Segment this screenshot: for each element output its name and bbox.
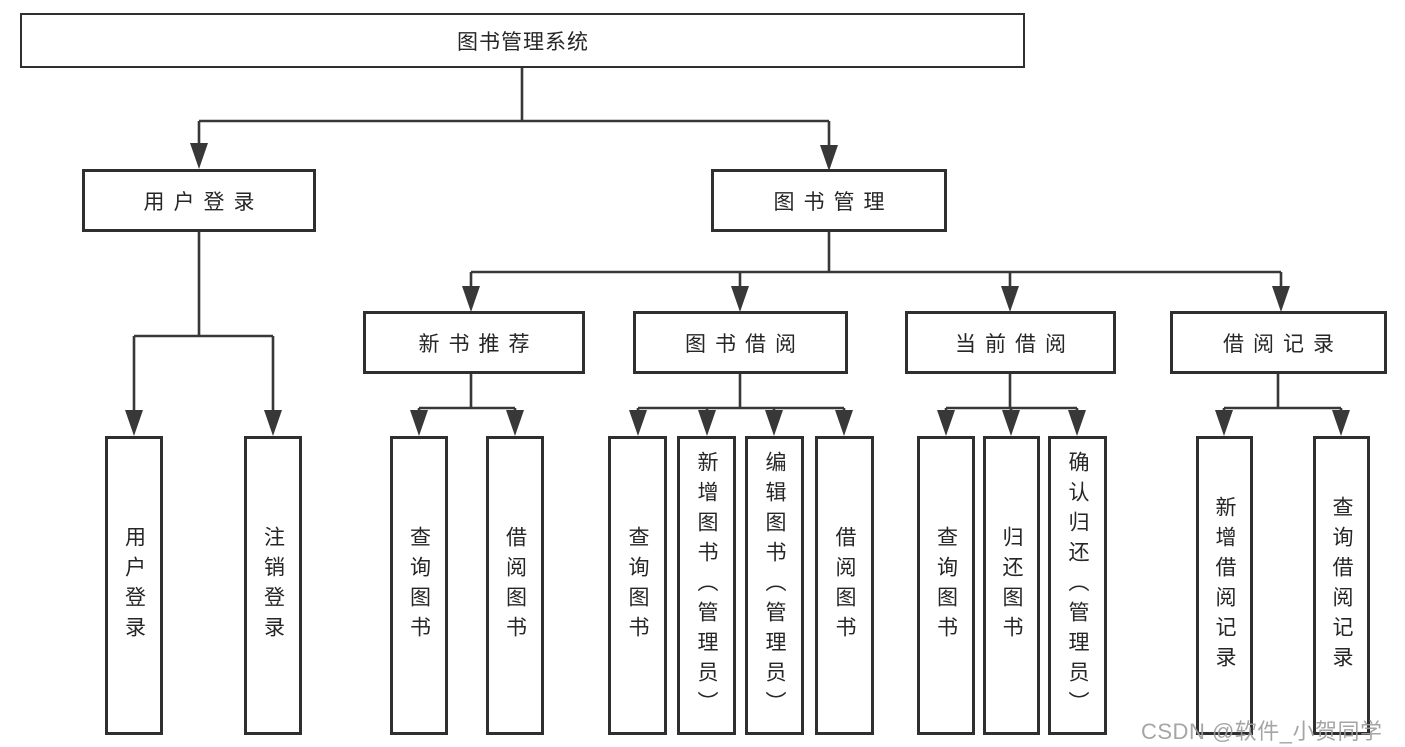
node-confirm-return-admin: 确认归还（管理员） [1048,436,1107,735]
node-label: 用户登录 [122,525,146,646]
node-current-borrow: 当前借阅 [905,311,1116,374]
node-query-book-1: 查询图书 [390,436,448,735]
node-label: 新增图书（管理员） [695,450,718,721]
node-borrow-book-2: 借阅图书 [815,436,874,735]
node-label: 借阅图书 [503,525,527,646]
node-borrow-book-1: 借阅图书 [486,436,544,735]
node-return-book: 归还图书 [983,436,1040,735]
arrowheads [125,143,1350,436]
node-add-borrow-record: 新增借阅记录 [1196,436,1253,735]
node-borrow-record: 借阅记录 [1170,311,1387,374]
node-book-management: 图书管理 [711,169,947,232]
node-label: 归还图书 [1000,525,1023,646]
node-label: 查询图书 [626,525,649,646]
csdn-watermark: CSDN @软件_小贺同学 [1141,719,1383,744]
node-user-login: 用户登录 [82,169,316,232]
node-label: 查询图书 [934,525,958,646]
node-new-book-recommend: 新书推荐 [363,311,585,374]
node-root: 图书管理系统 [20,13,1025,68]
node-label: 新增借阅记录 [1213,495,1236,676]
node-user-login-leaf: 用户登录 [105,436,163,735]
node-edit-book-admin: 编辑图书（管理员） [745,436,804,735]
node-logout: 注销登录 [244,436,302,735]
node-query-borrow-record: 查询借阅记录 [1313,436,1370,735]
node-label: 查询借阅记录 [1330,495,1353,676]
node-label: 查询图书 [407,525,431,646]
node-add-book-admin: 新增图书（管理员） [677,436,736,735]
node-label: 借阅图书 [833,525,856,646]
node-query-book-3: 查询图书 [917,436,975,735]
node-label: 编辑图书（管理员） [763,450,786,721]
node-query-book-2: 查询图书 [608,436,667,735]
node-book-borrow: 图书借阅 [633,311,848,374]
node-label: 注销登录 [261,525,285,646]
node-label: 确认归还（管理员） [1066,450,1089,721]
